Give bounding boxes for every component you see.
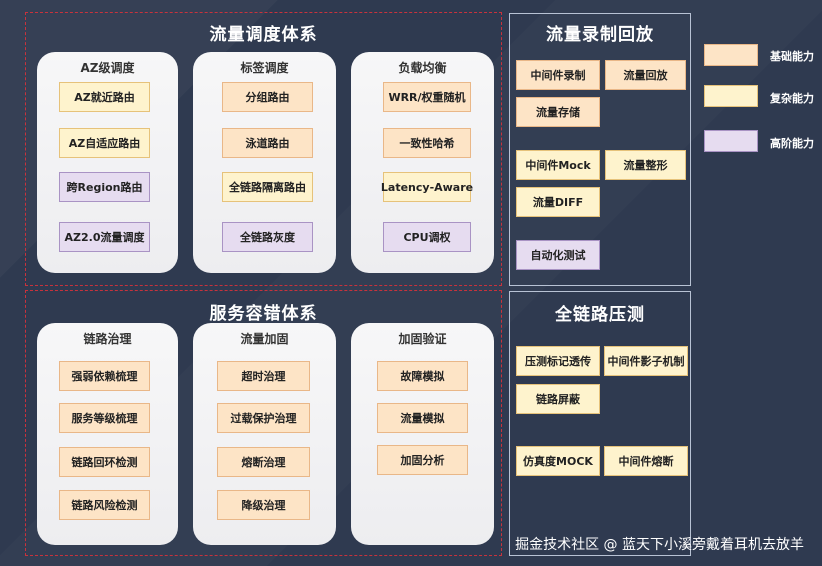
card-title: AZ级调度 (80, 61, 135, 75)
card-hardening-verification: 加固验证 故障模拟 流量模拟 加固分析 (351, 323, 494, 545)
traffic-replay-panel: 流量录制回放 中间件录制 流量回放 流量存储 中间件Mock 流量整形 流量DI… (509, 13, 691, 286)
tag-az-adaptive-routing: AZ自适应路由 (59, 128, 150, 158)
tag-traffic-replay: 流量回放 (605, 60, 686, 90)
tag-lane-routing: 泳道路由 (222, 128, 313, 158)
legend: 基础能力 复杂能力 高阶能力 (700, 40, 820, 160)
tag-automated-testing: 自动化测试 (516, 240, 600, 270)
tag-consistent-hash: 一致性哈希 (383, 128, 471, 158)
tag-service-level: 服务等级梳理 (59, 403, 150, 433)
tag-stress-mark-propagation: 压测标记透传 (516, 346, 600, 376)
card-az-scheduling: AZ级调度 AZ就近路由 AZ自适应路由 跨Region路由 AZ2.0流量调度 (37, 52, 178, 273)
stress-test-panel: 全链路压测 压测标记透传 中间件影子机制 链路屏蔽 仿真度MOCK 中间件熔断 (509, 291, 691, 556)
tag-az-nearby-routing: AZ就近路由 (59, 82, 150, 112)
tag-latency-aware: Latency-Aware (381, 172, 473, 202)
card-title: 流量加固 (240, 332, 289, 346)
tag-traffic-shaping: 流量整形 (605, 150, 686, 180)
tag-middleware-fuse: 中间件熔断 (604, 446, 688, 476)
tag-az2-traffic-scheduling: AZ2.0流量调度 (59, 222, 150, 252)
tag-traffic-storage: 流量存储 (516, 97, 600, 127)
tag-circuit-breaker: 熔断治理 (217, 447, 310, 477)
legend-label-basic: 基础能力 (770, 50, 814, 63)
tag-strong-weak-dependency: 强弱依赖梳理 (59, 361, 150, 391)
tag-traffic-simulation: 流量模拟 (377, 403, 468, 433)
tag-full-link-gray: 全链路灰度 (222, 222, 313, 252)
tag-full-link-isolation-routing: 全链路隔离路由 (222, 172, 313, 202)
tag-middleware-mock: 中间件Mock (516, 150, 600, 180)
tag-middleware-shadow: 中间件影子机制 (604, 346, 688, 376)
legend-swatch-basic (704, 44, 758, 66)
fault-tolerance-title: 服务容错体系 (209, 304, 318, 324)
card-title: 链路治理 (83, 332, 132, 346)
stress-test-title: 全链路压测 (555, 305, 645, 325)
tag-degradation: 降级治理 (217, 490, 310, 520)
tag-group-routing: 分组路由 (222, 82, 313, 112)
card-tag-scheduling: 标签调度 分组路由 泳道路由 全链路隔离路由 全链路灰度 (193, 52, 336, 273)
legend-label-advanced: 高阶能力 (770, 137, 814, 150)
legend-swatch-advanced (704, 130, 758, 152)
tag-wrr-weight-random: WRR/权重随机 (383, 82, 471, 112)
traffic-scheduling-title: 流量调度体系 (209, 25, 318, 45)
tag-fault-simulation: 故障模拟 (377, 361, 468, 391)
card-title: 负载均衡 (398, 61, 447, 75)
tag-fidelity-mock: 仿真度MOCK (516, 446, 600, 476)
traffic-replay-title: 流量录制回放 (546, 25, 654, 45)
legend-label-complex: 复杂能力 (770, 92, 814, 105)
tag-loop-detection: 链路回环检测 (59, 447, 150, 477)
tag-overload-protection: 过载保护治理 (217, 403, 310, 433)
card-load-balancing: 负载均衡 WRR/权重随机 一致性哈希 Latency-Aware CPU调权 (351, 52, 494, 273)
card-title: 标签调度 (240, 61, 289, 75)
fault-tolerance-panel: 服务容错体系 (25, 290, 502, 556)
tag-timeout-governance: 超时治理 (217, 361, 310, 391)
card-traffic-hardening: 流量加固 超时治理 过载保护治理 熔断治理 降级治理 (193, 323, 336, 545)
tag-link-masking: 链路屏蔽 (516, 384, 600, 414)
tag-traffic-diff: 流量DIFF (516, 187, 600, 217)
traffic-scheduling-panel: 流量调度体系 (25, 12, 502, 286)
tag-middleware-record: 中间件录制 (516, 60, 600, 90)
watermark: 掘金技术社区 @ 蓝天下小溪旁戴着耳机去放羊 (515, 537, 804, 553)
tag-cpu-weight: CPU调权 (383, 222, 471, 252)
tag-cross-region-routing: 跨Region路由 (59, 172, 150, 202)
tag-risk-detection: 链路风险检测 (59, 490, 150, 520)
card-link-governance: 链路治理 强弱依赖梳理 服务等级梳理 链路回环检测 链路风险检测 (37, 323, 178, 545)
legend-swatch-complex (704, 85, 758, 107)
tag-hardening-analysis: 加固分析 (377, 445, 468, 475)
card-title: 加固验证 (398, 332, 447, 346)
